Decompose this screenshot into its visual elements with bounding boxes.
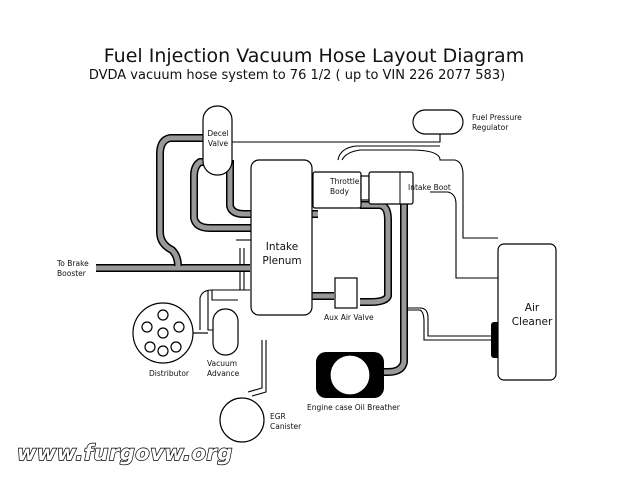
brake-booster-label-2: Booster <box>57 269 87 278</box>
air-cleaner: Air Cleaner <box>491 243 557 381</box>
brake-booster-label: To Brake Booster <box>56 259 89 278</box>
decel-valve-label-1: Decel <box>207 129 228 138</box>
brake-booster-label-1: To Brake <box>56 259 89 268</box>
vacuum-advance: Vacuum Advance <box>207 308 240 378</box>
egr-canister-label-1: EGR <box>270 412 286 421</box>
air-cleaner-label-1: Air <box>525 302 540 314</box>
throttle-body-label-2: Body <box>330 187 349 196</box>
intake-plenum: Intake Plenum <box>250 159 313 316</box>
distributor: Distributor <box>132 302 208 378</box>
vacuum-advance-label-1: Vacuum <box>207 359 237 368</box>
intake-plenum-label-2: Plenum <box>262 255 301 267</box>
engine-case-oil-breather: Engine case Oil Breather <box>307 352 401 412</box>
aux-air-valve: Aux Air Valve <box>324 277 374 322</box>
intake-boot: Intake Boot <box>360 171 451 205</box>
thin-lines <box>199 130 498 397</box>
fuel-pressure-regulator-label-2: Regulator <box>472 123 509 132</box>
intake-plenum-label-1: Intake <box>266 241 298 253</box>
vacuum-advance-label-2: Advance <box>207 369 240 378</box>
decel-valve: Decel Valve <box>202 105 233 176</box>
egr-canister: EGR Canister <box>219 397 302 443</box>
throttle-body: Throttle Body <box>312 171 362 209</box>
throttle-body-label-1: Throttle <box>329 177 360 186</box>
air-cleaner-label-2: Cleaner <box>512 316 553 328</box>
watermark: www.furgovw.org <box>17 441 233 465</box>
decel-valve-label-2: Valve <box>208 139 229 148</box>
egr-canister-label-2: Canister <box>270 422 302 431</box>
intake-boot-label: Intake Boot <box>408 183 451 192</box>
fuel-pressure-regulator-label-1: Fuel Pressure <box>472 113 522 122</box>
diagram-title: Fuel Injection Vacuum Hose Layout Diagra… <box>104 45 524 67</box>
aux-air-valve-label: Aux Air Valve <box>324 313 374 322</box>
thick-hoses <box>96 134 408 376</box>
distributor-label: Distributor <box>149 369 190 378</box>
diagram-subtitle: DVDA vacuum hose system to 76 1/2 ( up t… <box>89 68 505 83</box>
fuel-pressure-regulator: Fuel Pressure Regulator <box>412 109 522 135</box>
oil-breather-label: Engine case Oil Breather <box>307 403 401 412</box>
